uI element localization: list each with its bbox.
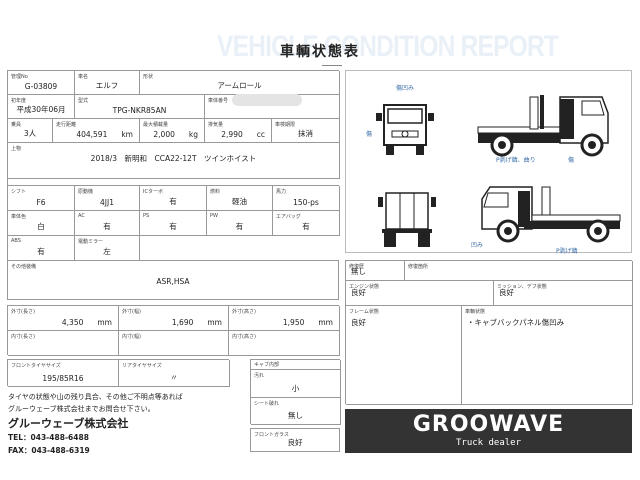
mgmt-no-cell: 管理No G-03809 (8, 71, 75, 95)
seat-cell: シート破れ無し (251, 398, 341, 425)
mirror-cell: 電動ミラー左 (75, 236, 140, 261)
repair-location-cell: 修復箇所 (405, 261, 633, 281)
cabin-header: キャブ内部 (251, 360, 341, 370)
note-line-1: タイヤの状態や山の残り具合、その他ご不明点等あれば (8, 393, 183, 401)
windshield-cell: フロントガラス 良好 (250, 428, 340, 452)
truck-side-view-right-icon (477, 95, 609, 157)
chassis-no-redacted (232, 94, 302, 106)
other-equipment-cell: その他装備 ASR,HSA (7, 260, 339, 300)
car-name-cell: 車名 エルフ (75, 71, 140, 95)
body-type-value: アームロール (217, 81, 262, 90)
capacity-value: 3人 (23, 129, 37, 138)
other-equipment-value: ASR,HSA (156, 277, 190, 286)
fuel-cell: 燃料軽油 (207, 186, 273, 211)
condition-table: 修復歴無し 修復箇所 エンジン状態良好 ミッション、デフ状態良好 フレーム状態良… (345, 260, 633, 405)
inspection-value: 抹消 (298, 129, 313, 138)
dirt-cell: 汚れ小 (251, 370, 341, 398)
fax-number: FAX：043-488-6319 (8, 446, 90, 455)
truck-side-view-left-icon (481, 186, 621, 243)
title-divider (322, 65, 342, 66)
car-name-value: エルフ (95, 81, 119, 90)
groowave-logo: GROOWAVE Truck dealer (345, 409, 632, 453)
note-line-2: グルーウェーブ株式会社までお問合せ下さい。 (8, 405, 155, 413)
tel-number: TEL：043-488-6488 (8, 433, 89, 442)
chassis-no-cell: 車体番号 (205, 95, 340, 119)
damage-label: 傷 (366, 131, 373, 138)
model-value: TPG-NKR85AN (112, 106, 167, 115)
capacity-cell: 乗員 3人 (8, 119, 53, 143)
company-name: グルーウェーブ株式会社 (8, 417, 129, 430)
mgmt-no-value: G-03809 (24, 82, 58, 91)
color-cell: 車体色白 (8, 211, 75, 236)
frame-condition-cell: フレーム状態良好 (346, 306, 462, 405)
damage-label: P剥げ錆 (556, 248, 578, 255)
damage-label: P剥げ錆、曲り (496, 157, 536, 164)
equipment-value: 2018/3 新明和 CCA22-12T ツインホイスト (90, 154, 257, 163)
airbag-cell: エアバッグ有 (273, 211, 340, 236)
damage-label: 傷 (568, 157, 575, 164)
logo-brand: GROOWAVE (412, 412, 565, 437)
basic-info-table: 管理No G-03809 車名 エルフ 形状 アームロール 初年度 平成30年0… (7, 70, 340, 202)
logo-tagline: Truck dealer (455, 438, 522, 448)
truck-rear-view-icon (378, 192, 436, 247)
first-reg-value: 平成30年06月 (16, 105, 66, 114)
inner-width-cell: 内寸(幅) (119, 331, 229, 356)
inner-length-cell: 内寸(長さ) (8, 331, 119, 356)
engine-condition-cell: エンジン状態良好 (346, 281, 494, 306)
body-type-cell: 形状 アームロール (140, 71, 340, 95)
repair-history-cell: 修復歴無し (346, 261, 405, 281)
damage-label: 傷凹み (396, 85, 415, 92)
mission-condition-cell: ミッション、デフ状態良好 (494, 281, 633, 306)
ic-turbo-cell: ICターボ有 (140, 186, 207, 211)
model-cell: 型式 TPG-NKR85AN (75, 95, 205, 119)
equipment-cell: 上物 2018/3 新明和 CCA22-12T ツインホイスト (8, 143, 340, 179)
body-condition-cell: 車輌状態・キャブバックパネル傷凹み (462, 306, 633, 405)
damage-label: 凹み (471, 242, 484, 249)
rear-tire-cell: リアタイヤサイズ〃 (119, 360, 230, 387)
damage-diagram: 傷凹み 傷 P剥げ錆、曲り 傷 凹み P剥げ錆 (345, 70, 632, 255)
page-title: 車輌状態表 (280, 44, 360, 60)
cabin-table: キャブ内部 汚れ小 シート破れ無し (250, 359, 341, 425)
inspection-cell: 車検期限 抹消 (272, 119, 340, 143)
truck-front-view-icon (376, 104, 434, 155)
inner-height-cell: 内寸(高さ) (229, 331, 340, 356)
first-reg-cell: 初年度 平成30年06月 (8, 95, 75, 119)
